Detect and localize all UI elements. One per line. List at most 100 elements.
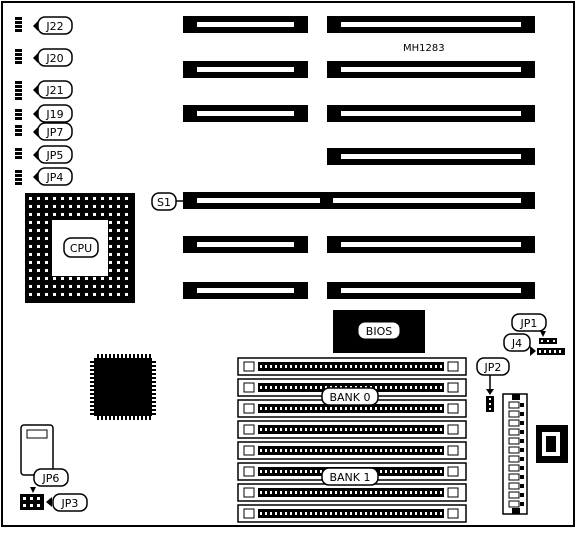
simm-contact <box>300 386 302 389</box>
cpu-pin-hole <box>45 213 48 216</box>
simm-contact <box>395 386 397 389</box>
chip-lead <box>90 369 94 371</box>
simm-contact <box>365 512 367 515</box>
callout-jp5 <box>37 145 73 164</box>
simm-contact <box>395 470 397 473</box>
jp1-j4-group: JP1 J4 <box>503 313 565 356</box>
bank-labels: BANK 0 BANK 1 <box>321 387 379 486</box>
power-pin-tab <box>520 403 524 407</box>
chip-lead <box>105 354 107 358</box>
chip-lead <box>152 389 156 391</box>
cpu-pin-hole <box>117 293 120 296</box>
simm-contact <box>400 365 402 368</box>
simm-contact <box>405 407 407 410</box>
cpu-pin-hole <box>93 293 96 296</box>
cpu-pin-hole <box>69 285 72 288</box>
chip-lead <box>137 354 139 358</box>
power-pin-tab <box>520 421 524 425</box>
simm-contact <box>365 407 367 410</box>
simm-contact <box>315 470 317 473</box>
cpu-pin-hole <box>117 213 120 216</box>
callout-jp4 <box>37 167 73 186</box>
simm-contact <box>415 470 417 473</box>
power-pin <box>508 401 520 409</box>
simm-contact <box>335 365 337 368</box>
cpu-pin-hole <box>125 213 128 216</box>
simm-contact <box>325 491 327 494</box>
simm-contact <box>310 449 312 452</box>
header-pin <box>15 29 22 32</box>
simm-contact <box>285 491 287 494</box>
simm-contact <box>305 449 307 452</box>
simm-contact <box>410 470 412 473</box>
cpu-pin-hole <box>125 285 128 288</box>
power-pin-tab <box>520 475 524 479</box>
bank0-label: BANK 0 <box>329 391 370 404</box>
simm-contact <box>300 470 302 473</box>
simm-contact <box>285 365 287 368</box>
simm-contact <box>280 512 282 515</box>
simm-contact <box>360 365 362 368</box>
cpu-pin-hole <box>117 237 120 240</box>
power-pin-tab <box>520 430 524 434</box>
simm-contact <box>385 449 387 452</box>
callout-j21-label: J21 <box>45 84 63 97</box>
simm-contact <box>375 386 377 389</box>
callout-j20-label: J20 <box>45 52 63 65</box>
cpu-pin-hole <box>109 229 112 232</box>
cpu-pin-hole <box>125 229 128 232</box>
simm-contact <box>345 512 347 515</box>
simm-contact <box>355 407 357 410</box>
simm-contact <box>440 470 442 473</box>
cpu-pin-hole <box>61 277 64 280</box>
simm-contact <box>280 386 282 389</box>
simm-contact <box>325 386 327 389</box>
simm-latch <box>447 445 459 456</box>
simm-latch <box>447 361 459 372</box>
chip-lead <box>109 354 111 358</box>
simm-contact <box>320 428 322 431</box>
jp2-group: JP2 <box>476 357 510 412</box>
bank0-label-box <box>321 387 379 406</box>
simm-contact <box>405 512 407 515</box>
simm-contact <box>400 407 402 410</box>
cpu-pin-hole <box>109 285 112 288</box>
simm-contact <box>275 386 277 389</box>
power-pin <box>508 410 520 418</box>
simm-contact <box>425 491 427 494</box>
header-pin <box>15 117 22 120</box>
cpu-pin-hole <box>45 205 48 208</box>
simm-contact <box>415 428 417 431</box>
simm-contact <box>370 512 372 515</box>
cpu-pin-hole <box>117 229 120 232</box>
simm-contact <box>435 386 437 389</box>
callout-j19 <box>37 104 73 123</box>
cpu-pin-hole <box>53 293 56 296</box>
header-pin <box>15 85 22 88</box>
simm-contact <box>355 428 357 431</box>
simm-latch <box>243 508 255 519</box>
simm-contact <box>395 428 397 431</box>
cpu-pin-hole <box>29 245 32 248</box>
cpu-pin-hole <box>125 269 128 272</box>
simm-contact <box>375 365 377 368</box>
chip-lead <box>101 354 103 358</box>
simm-contact <box>390 386 392 389</box>
chip-lead <box>121 416 123 420</box>
cpu-pin-hole <box>117 277 120 280</box>
simm-contact <box>415 449 417 452</box>
left-expansion-slots <box>183 16 325 299</box>
simm-contact <box>345 407 347 410</box>
simm-contact <box>310 386 312 389</box>
chip-lead <box>113 416 115 420</box>
cpu-pin-hole <box>85 293 88 296</box>
simm-contact <box>355 365 357 368</box>
simm-contact <box>390 365 392 368</box>
chip-lead <box>129 416 131 420</box>
simm-contact <box>415 491 417 494</box>
cpu-pin-hole <box>45 237 48 240</box>
callout-j19-label: J19 <box>45 108 63 121</box>
simm-contact <box>440 428 442 431</box>
